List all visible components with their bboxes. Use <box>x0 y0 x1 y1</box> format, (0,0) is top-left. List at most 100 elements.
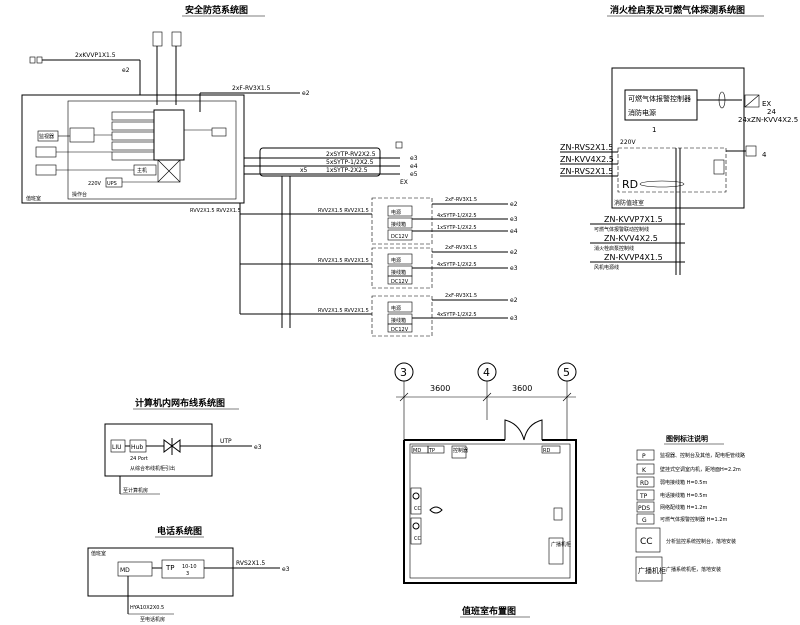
console-inner <box>67 100 237 200</box>
dimension-tick <box>482 392 492 402</box>
fire-lower-cables: ZN-KVVP7X1.5 可燃气体报警联动控制线 ZN-KVV4X2.5 消火栓… <box>590 215 685 271</box>
floor-plan: 3 4 5 3600 3600 MD TP 控制器 RD 广播机柜 <box>394 362 577 618</box>
legend-text: 网络配线箱 H=1.2m <box>660 504 707 511</box>
voltage-label: 220V <box>620 139 636 146</box>
dimension-tick <box>562 392 572 402</box>
port-label: 24 Port <box>130 456 148 462</box>
legend-symbol: G <box>642 517 647 524</box>
console-components: 监视器 UPS 220V 主机 值班室 操作台 <box>26 109 227 202</box>
sub-panel-text: 接线箱 <box>391 269 406 276</box>
voltage-label: 220V <box>88 181 102 187</box>
legend-symbol-box <box>636 463 655 475</box>
input-terminal-icon <box>29 56 36 64</box>
sub-panel-text: DC12V <box>391 279 409 285</box>
ups-box <box>105 177 123 188</box>
broadcast-cabinet <box>548 537 564 565</box>
phone-bottom-sub: 至电话机房 <box>140 616 165 623</box>
wall-label: 控制器 <box>453 447 468 454</box>
legend-symbol: RD <box>640 480 649 487</box>
door-leaf-icon <box>504 419 525 441</box>
trunk-row-mark: e4 <box>410 163 418 170</box>
out-label: 4xSYTP-1/2X2.5 <box>437 262 477 268</box>
console-box <box>21 94 245 204</box>
fire-title: 消火栓启泵及可燃气体探测系统图 <box>610 4 745 16</box>
risers: RVV2X1.5 RVV2X1.5 RVV2X1.5 RVV2X1.5 RVV2… <box>190 176 372 328</box>
cable-clamp-icon <box>639 180 685 188</box>
room-inner <box>409 443 571 579</box>
ex-num: 24 <box>767 108 776 116</box>
desk-icon <box>410 487 422 515</box>
right-cable-label: 2xF-RV3X1.5 <box>232 85 271 92</box>
sub-panel-text: 接线箱 <box>391 317 406 324</box>
tp-label: TP <box>165 564 175 572</box>
ex-label: EX <box>400 179 408 186</box>
legend-symbol-box <box>636 489 655 501</box>
legend-symbol: CC <box>640 537 653 547</box>
console-seat-icon <box>429 506 443 514</box>
controller-equipment <box>451 445 467 459</box>
network-box <box>104 423 213 477</box>
sub-panel-text: 电源 <box>391 209 401 216</box>
chair-icon <box>412 522 420 530</box>
sub-panel-3: 电源 接线箱 DC12V 2xF-RV3X1.5 4xSYTP-1/2X2.5 … <box>371 293 518 337</box>
md-label: MD <box>120 567 130 574</box>
wall-label: MD <box>413 448 421 454</box>
trunk-row-label: 5xSYTP-1/2X2.5 <box>326 159 374 166</box>
legend-text: 分析监控系统控制台，落地安装 <box>666 538 736 545</box>
unit-box <box>111 121 155 131</box>
trunk-row-label: 1xSYTP-2X2.5 <box>326 167 368 174</box>
tp-sub: 3 <box>186 571 189 577</box>
dimension-label: 3600 <box>430 384 450 393</box>
feed-label: RVV2X1.5 RVV2X1.5 <box>318 308 369 314</box>
dimension-label: 3600 <box>512 384 532 393</box>
trunk-row-mark: e5 <box>410 171 418 178</box>
ex-device-icon <box>744 94 760 108</box>
sub-panel-1: 电源 接线箱 DC12V 2xF-RV3X1.5 4xSYTP-1/2X2.5 … <box>371 197 518 245</box>
phone-mark: e3 <box>282 566 290 573</box>
fire-outer-box <box>611 67 745 209</box>
legend-symbol: TP <box>639 493 648 500</box>
sub-panel-text: 接线箱 <box>391 221 406 228</box>
gas-controller-label: 可燃气体报警控制器 <box>628 94 691 103</box>
right-cable-mark: e2 <box>302 90 310 97</box>
legend-symbol: 广播机柜 <box>638 566 666 575</box>
sub-panel-text: 电源 <box>391 305 401 312</box>
out-label: 2xF-RV3X1.5 <box>445 293 477 299</box>
md-box <box>117 561 153 577</box>
tp-num: 10-10 <box>182 564 197 570</box>
phone-cable: RVS2X1.5 <box>236 560 265 567</box>
phone-system-diagram: 电话系统图 值班室 MD TP 10-10 3 RVS2X1.5 e3 HYA1… <box>87 525 290 623</box>
unit-box <box>111 111 155 121</box>
wall-label: TP <box>428 448 435 454</box>
network-system-diagram: 计算机内网布线系统图 LIU Hub 24 Port 从综合布线机柜引出 UTP… <box>104 397 262 495</box>
legend-text: 可燃气体报警控制器 H=1.2m <box>660 516 727 523</box>
out-mark: e3 <box>510 216 518 223</box>
fire-low-label: ZN-KVVP7X1.5 <box>604 215 663 224</box>
camera-icon <box>171 31 182 47</box>
trunk-row-mark: e3 <box>410 155 418 162</box>
sub-panel-power <box>387 301 413 313</box>
axis-label: 3 <box>400 366 407 379</box>
camera-icon <box>152 31 163 47</box>
sub-panel-text: 电源 <box>391 257 401 264</box>
out-label: 1xSYTP-1/2X2.5 <box>437 225 477 231</box>
out-mark: e3 <box>510 265 518 272</box>
floorplan-title: 值班室布置图 <box>462 605 516 617</box>
patch-icon <box>163 439 173 453</box>
riser-note: RVV2X1.5 RVV2X1.5 <box>190 208 241 214</box>
axis-label: 4 <box>483 366 490 379</box>
input-terminal-icon <box>36 56 43 64</box>
trunk-bundle <box>259 147 381 177</box>
axis-label: 5 <box>563 366 570 379</box>
legend-symbol: P <box>642 453 646 460</box>
fire-in-label: ZN-RVS2X1.5 <box>560 167 613 176</box>
rd-terminal-icon <box>713 159 725 175</box>
out-mark: e2 <box>510 201 518 208</box>
splitter-box <box>157 159 181 183</box>
fire-left-cables: ZN-RVS2X1.5 ZN-KVV4X2.5 ZN-RVS2X1.5 <box>560 143 618 177</box>
ups-label: UPS <box>107 181 117 187</box>
unit-box <box>111 131 155 141</box>
legend-text: 监视器、控制台及其他，配电柜管线路 <box>660 452 745 459</box>
legend-text: 电话接线箱 H=0.5m <box>660 492 707 499</box>
door-leaf-icon <box>523 419 543 441</box>
